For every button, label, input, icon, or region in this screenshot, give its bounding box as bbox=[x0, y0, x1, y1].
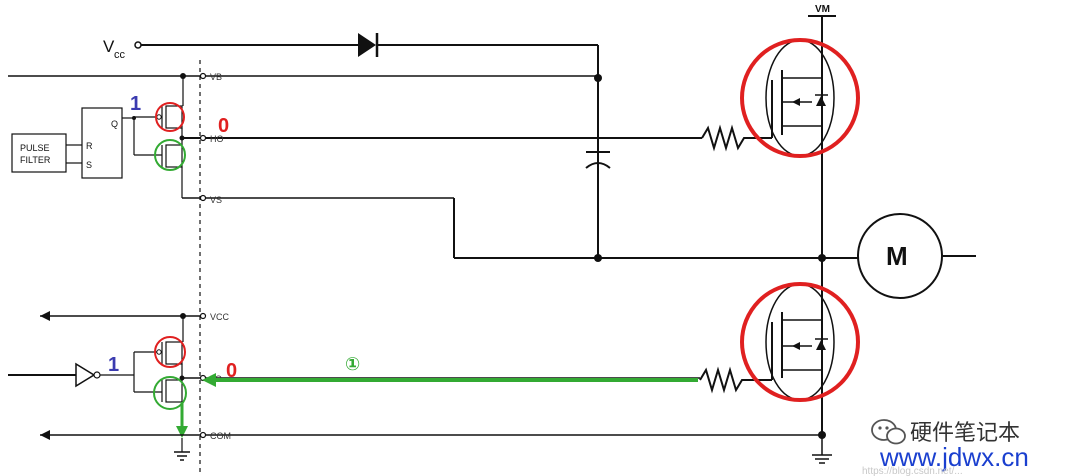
low-output-state: 0 bbox=[226, 360, 237, 382]
vcc-terminal bbox=[134, 41, 142, 49]
low-side-mosfet bbox=[740, 282, 860, 402]
pin-vb: VB bbox=[210, 72, 222, 82]
low-side-driver-stage bbox=[134, 316, 188, 438]
vcc-label: V bbox=[103, 37, 115, 56]
latch-r: R bbox=[86, 141, 93, 151]
high-side-pmos-highlight bbox=[155, 102, 185, 132]
vcc-sub: cc bbox=[114, 49, 126, 61]
bootstrap-capacitor bbox=[585, 151, 611, 169]
watermark: 硬件笔记本 www.jdwx.cn https://blog.csdn.net/… bbox=[862, 419, 1029, 476]
high-side-mosfet-highlight bbox=[740, 38, 860, 158]
ground-icon bbox=[174, 438, 190, 461]
low-side-pmos-highlight bbox=[154, 336, 186, 368]
pulse-filter-text-1: PULSE bbox=[20, 143, 50, 153]
high-side-nmos-highlight bbox=[154, 139, 186, 171]
pin-vs: VS bbox=[210, 195, 222, 205]
high-gate-resistor bbox=[701, 124, 772, 152]
discharge-arrow-down bbox=[176, 426, 188, 438]
vcc-supply: V cc bbox=[103, 33, 602, 258]
low-side-nmos-highlight bbox=[153, 376, 187, 410]
watermark-channel: 硬件笔记本 bbox=[910, 421, 1020, 446]
watermark-url: www.jdwx.cn bbox=[879, 442, 1029, 472]
path-marker: ① bbox=[345, 354, 360, 375]
pin-com: COM bbox=[210, 431, 231, 441]
pin-vcc: VCC bbox=[210, 312, 230, 322]
motor-label: M bbox=[886, 241, 908, 271]
watermark-faint: https://blog.csdn.net/... bbox=[862, 466, 963, 476]
high-output-state: 0 bbox=[218, 115, 229, 137]
latch-s: S bbox=[86, 160, 92, 170]
low-side-input-inverter bbox=[8, 352, 135, 392]
motor: M bbox=[857, 213, 976, 299]
pulse-filter-text-2: FILTER bbox=[20, 155, 51, 165]
pulse-filter-block: PULSE FILTER bbox=[11, 133, 82, 173]
high-side-mosfet bbox=[740, 38, 860, 158]
discharge-arrow-left bbox=[202, 373, 216, 387]
high-side-driver-stage bbox=[134, 76, 186, 198]
vm-label: VM bbox=[815, 4, 830, 15]
low-side-mosfet-highlight bbox=[740, 282, 860, 402]
wechat-icon bbox=[871, 419, 906, 445]
low-input-state: 1 bbox=[108, 354, 119, 376]
ground-icon bbox=[812, 435, 832, 464]
pin-ho: HO bbox=[210, 134, 224, 144]
rs-latch: R S Q bbox=[81, 107, 136, 179]
latch-q: Q bbox=[111, 119, 118, 129]
bootstrap-diode-icon bbox=[358, 33, 376, 57]
low-gate-resistor bbox=[699, 366, 772, 394]
high-input-state: 1 bbox=[130, 93, 141, 115]
